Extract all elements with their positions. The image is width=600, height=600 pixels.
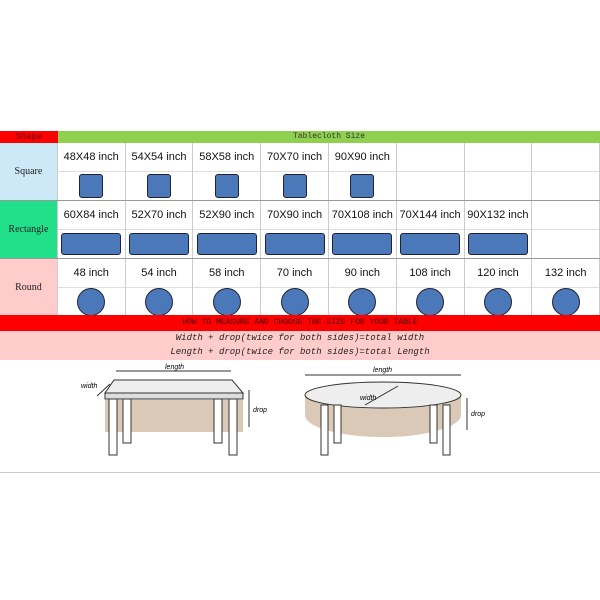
size-label: 52X70 inch	[125, 201, 193, 230]
length-label: length	[165, 364, 184, 371]
size-label	[532, 143, 600, 172]
square-shape-icon	[282, 174, 307, 198]
round-shape-icon	[144, 288, 173, 316]
size-cell: 132 inch	[532, 259, 600, 316]
size-cell: 70 inch	[261, 259, 329, 316]
size-label: 54X54 inch	[125, 143, 193, 172]
size-label: 90X132 inch	[464, 201, 532, 230]
size-cell	[532, 143, 600, 200]
length-formula: Length + drop(twice for both sides)=tota…	[170, 347, 430, 357]
size-label: 60X84 inch	[57, 201, 125, 230]
width-formula: Width + drop(twice for both sides)=total…	[175, 333, 425, 343]
size-label: 48 inch	[57, 259, 125, 288]
round-shape-icon	[77, 288, 106, 316]
size-cell: 52X90 inch	[193, 201, 262, 258]
square-shape-icon	[350, 174, 375, 198]
drop-label: drop	[253, 407, 267, 414]
table-diagram: length width drop length width drop	[0, 360, 600, 473]
size-label: 70X108 inch	[328, 201, 396, 230]
size-label: 90 inch	[328, 259, 396, 288]
size-cell: 70X108 inch	[328, 201, 397, 258]
size-header: Tablecloth Size	[58, 131, 600, 143]
svg-text:width: width	[360, 395, 376, 402]
size-label: 108 inch	[396, 259, 464, 288]
square-shape-icon	[214, 174, 239, 198]
rectangle-shape-icon	[332, 233, 393, 255]
size-label: 70X144 inch	[396, 201, 464, 230]
size-cell: 90 inch	[328, 259, 397, 316]
round-shape-icon	[280, 288, 309, 316]
size-label: 54 inch	[125, 259, 193, 288]
size-cell	[464, 143, 533, 200]
shape-label: Rectangle	[0, 201, 58, 258]
size-label: 70X90 inch	[261, 201, 328, 230]
size-cell: 48X48 inch	[57, 143, 126, 200]
square-shape-icon	[146, 174, 171, 198]
size-cell: 54 inch	[125, 259, 194, 316]
size-cell	[396, 143, 465, 200]
size-label: 58X58 inch	[193, 143, 261, 172]
rectangle-table-illustration: length width drop	[81, 364, 267, 456]
svg-text:drop: drop	[471, 411, 485, 418]
size-cell: 58 inch	[193, 259, 262, 316]
size-label: 90X90 inch	[328, 143, 396, 172]
round-shape-icon	[212, 288, 241, 316]
size-cell: 108 inch	[396, 259, 465, 316]
shape-label: Square	[0, 143, 58, 200]
size-label: 120 inch	[464, 259, 532, 288]
size-cell: 58X58 inch	[193, 143, 262, 200]
size-label	[532, 201, 600, 230]
round-shape-icon	[416, 288, 445, 316]
size-label: 132 inch	[532, 259, 600, 288]
square-shape-icon	[79, 174, 104, 198]
size-cell: 90X90 inch	[328, 143, 397, 200]
size-label: 58 inch	[193, 259, 261, 288]
rectangle-shape-icon	[264, 233, 325, 255]
size-cell: 120 inch	[464, 259, 533, 316]
rectangle-shape-icon	[196, 233, 257, 255]
width-label: width	[81, 383, 97, 390]
size-cell: 70X70 inch	[261, 143, 329, 200]
size-cell: 60X84 inch	[57, 201, 126, 258]
round-table-illustration: length width drop	[304, 367, 485, 456]
size-label: 52X90 inch	[193, 201, 261, 230]
size-cell: 70X90 inch	[261, 201, 329, 258]
rectangle-shape-icon	[61, 233, 122, 255]
round-shape-icon	[348, 288, 377, 316]
size-cell: 48 inch	[57, 259, 126, 316]
size-label: 48X48 inch	[57, 143, 125, 172]
rectangle-shape-icon	[400, 233, 461, 255]
round-shape-icon	[483, 288, 512, 316]
size-label: 70 inch	[261, 259, 328, 288]
size-cell: 54X54 inch	[125, 143, 194, 200]
size-label	[464, 143, 532, 172]
size-label: 70X70 inch	[261, 143, 328, 172]
size-cell: 52X70 inch	[125, 201, 194, 258]
rectangle-shape-icon	[128, 233, 189, 255]
svg-text:length: length	[373, 367, 392, 374]
rectangle-shape-icon	[467, 233, 528, 255]
shape-label: Round	[0, 259, 58, 316]
size-cell	[532, 201, 600, 258]
size-cell: 90X132 inch	[464, 201, 533, 258]
size-label	[396, 143, 464, 172]
shape-header: Shape	[0, 131, 58, 143]
formula-box: Width + drop(twice for both sides)=total…	[0, 331, 600, 360]
round-shape-icon	[551, 288, 580, 316]
measure-banner: HOW TO MEASURE AND CHOOSE THE SIZE FOR Y…	[0, 315, 600, 331]
size-cell: 70X144 inch	[396, 201, 465, 258]
